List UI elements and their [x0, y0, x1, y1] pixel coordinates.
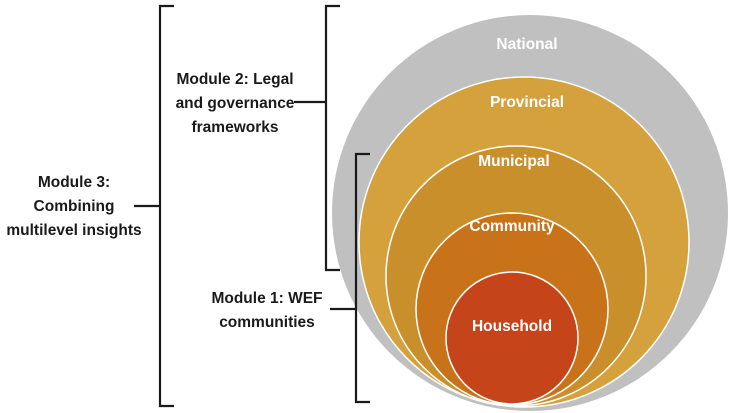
- module2-label-line-2: and governance: [176, 95, 295, 112]
- module1-bracket: [330, 152, 370, 404]
- module3-label: Module 3: Combining multilevel insights: [6, 174, 141, 239]
- nested-levels: [332, 15, 728, 411]
- module3-bracket: [134, 4, 174, 408]
- module3-label-line-2: Combining: [34, 198, 115, 215]
- level-labels: National Provincial Municipal Community …: [469, 36, 564, 335]
- module1-label-line-2: communities: [219, 314, 315, 331]
- module1-label-line-1: Module 1: WEF: [211, 290, 322, 307]
- level-label-community: Community: [469, 218, 555, 235]
- level-label-household: Household: [472, 318, 552, 335]
- level-label-provincial: Provincial: [490, 94, 564, 111]
- module2-label: Module 2: Legal and governance framework…: [176, 71, 295, 136]
- module2-bracket: [294, 4, 340, 272]
- module1-label: Module 1: WEF communities: [211, 290, 322, 331]
- module3-label-line-3: multilevel insights: [6, 222, 141, 239]
- module3-label-line-1: Module 3:: [38, 174, 110, 191]
- module2-label-line-1: Module 2: Legal: [176, 71, 293, 88]
- module2-label-line-3: frameworks: [191, 119, 278, 136]
- level-label-municipal: Municipal: [478, 153, 549, 170]
- level-label-national: National: [496, 36, 557, 53]
- circle-household: [445, 271, 579, 405]
